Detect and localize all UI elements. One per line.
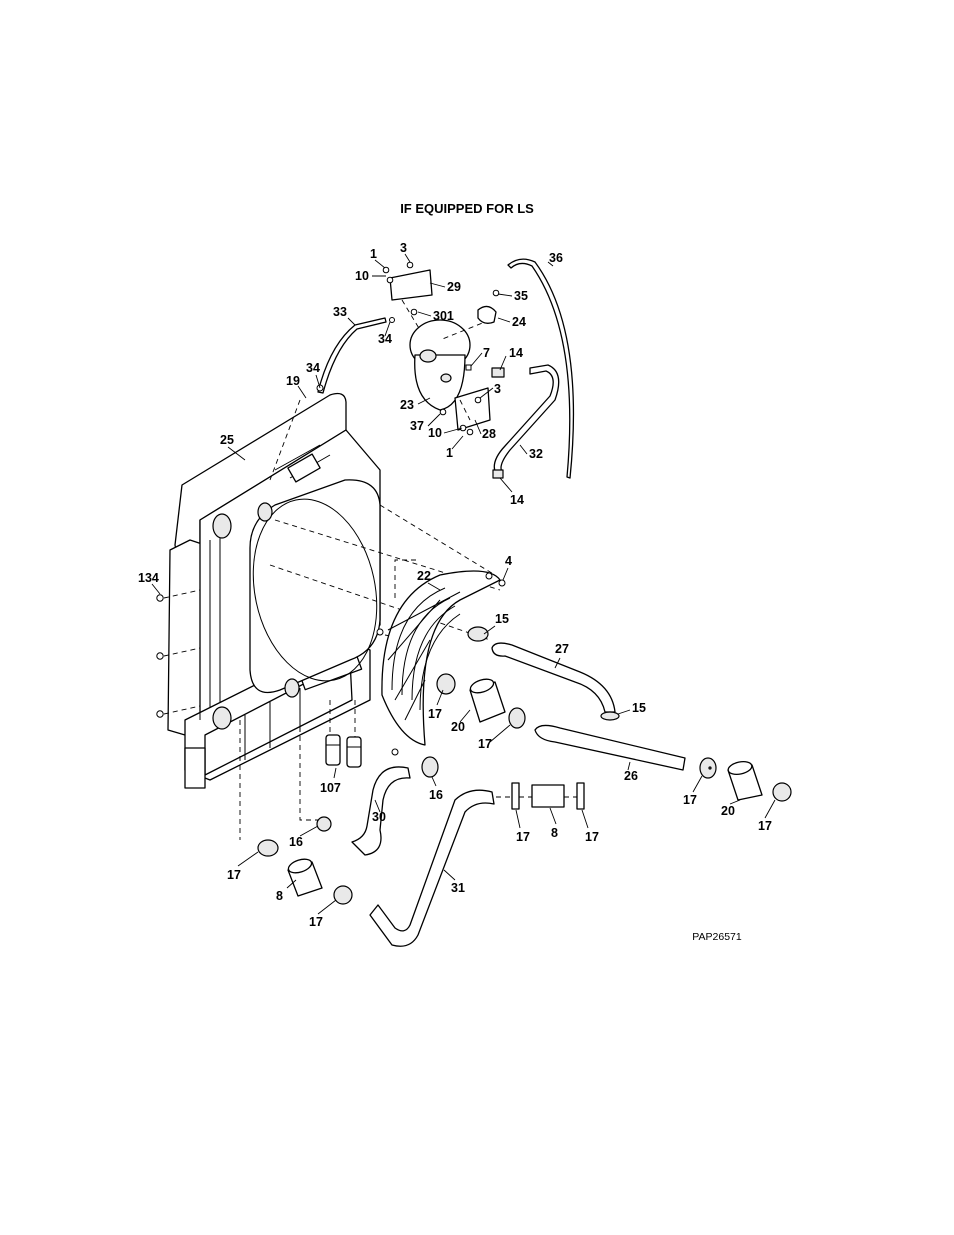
- figure-code: PAP26571: [692, 931, 742, 943]
- callout-1: 1: [370, 247, 377, 261]
- bolts-134: [156, 589, 201, 718]
- hose-31: [369, 789, 495, 947]
- callout-17: 17: [758, 819, 772, 833]
- callout-3: 3: [494, 382, 501, 396]
- callout-24: 24: [512, 315, 526, 329]
- callout-134: 134: [138, 571, 159, 585]
- callout-33: 33: [333, 305, 347, 319]
- fan-shroud: [249, 479, 381, 694]
- callout-17: 17: [428, 707, 442, 721]
- coupler-8b: [531, 784, 565, 808]
- callout-20: 20: [721, 804, 735, 818]
- callout-22: 22: [417, 569, 431, 583]
- callout-17: 17: [478, 737, 492, 751]
- callout-17: 17: [227, 868, 241, 882]
- callout-26: 26: [624, 769, 638, 783]
- clamp-17e: [576, 782, 585, 810]
- cap-24: [477, 305, 497, 324]
- callout-16: 16: [429, 788, 443, 802]
- callout-301: 301: [433, 309, 454, 323]
- callout-17: 17: [585, 830, 599, 844]
- callout-17: 17: [683, 793, 697, 807]
- callout-7: 7: [483, 346, 490, 360]
- callout-23: 23: [400, 398, 414, 412]
- clamp-17d: [511, 782, 520, 810]
- callout-16: 16: [289, 835, 303, 849]
- callout-3: 3: [400, 241, 407, 255]
- callouts: 1 3 10 29 36 35 33 301 24 34 7 14 34 19 …: [138, 241, 776, 929]
- callout-20: 20: [451, 720, 465, 734]
- callout-17: 17: [516, 830, 530, 844]
- callout-28: 28: [482, 427, 496, 441]
- callout-35: 35: [514, 289, 528, 303]
- callout-25: 25: [220, 433, 234, 447]
- callout-17: 17: [309, 915, 323, 929]
- diagram-title: IF EQUIPPED FOR LS: [400, 201, 534, 216]
- radiator-fittings: [212, 502, 300, 730]
- coolant-reservoir: [389, 269, 491, 431]
- coupler-20a: [469, 678, 506, 723]
- callout-34: 34: [306, 361, 320, 375]
- callout-19: 19: [286, 374, 300, 388]
- callout-31: 31: [451, 881, 465, 895]
- hose-26: [534, 724, 686, 771]
- callout-1: 1: [446, 446, 453, 460]
- callout-30: 30: [372, 810, 386, 824]
- callout-4: 4: [505, 554, 512, 568]
- callout-10: 10: [428, 426, 442, 440]
- callout-32: 32: [529, 447, 543, 461]
- callout-36: 36: [549, 251, 563, 265]
- hose-36: [507, 258, 575, 479]
- fan-guard: [381, 570, 501, 746]
- hose-32: [493, 364, 560, 475]
- callout-14: 14: [509, 346, 523, 360]
- callout-107: 107: [320, 781, 341, 795]
- callout-8: 8: [276, 889, 283, 903]
- callout-15: 15: [632, 701, 646, 715]
- callout-10: 10: [355, 269, 369, 283]
- coupler-8a: [287, 858, 323, 897]
- callout-15: 15: [495, 612, 509, 626]
- hose-33: [317, 317, 387, 394]
- callout-27: 27: [555, 642, 569, 656]
- coupler-20b: [727, 760, 763, 801]
- callout-34: 34: [378, 332, 392, 346]
- hose-30: [351, 766, 411, 856]
- callout-8: 8: [551, 826, 558, 840]
- callout-29: 29: [447, 280, 461, 294]
- hose-27: [491, 642, 616, 713]
- callout-14: 14: [510, 493, 524, 507]
- callout-37: 37: [410, 419, 424, 433]
- fittings-107: [325, 734, 362, 768]
